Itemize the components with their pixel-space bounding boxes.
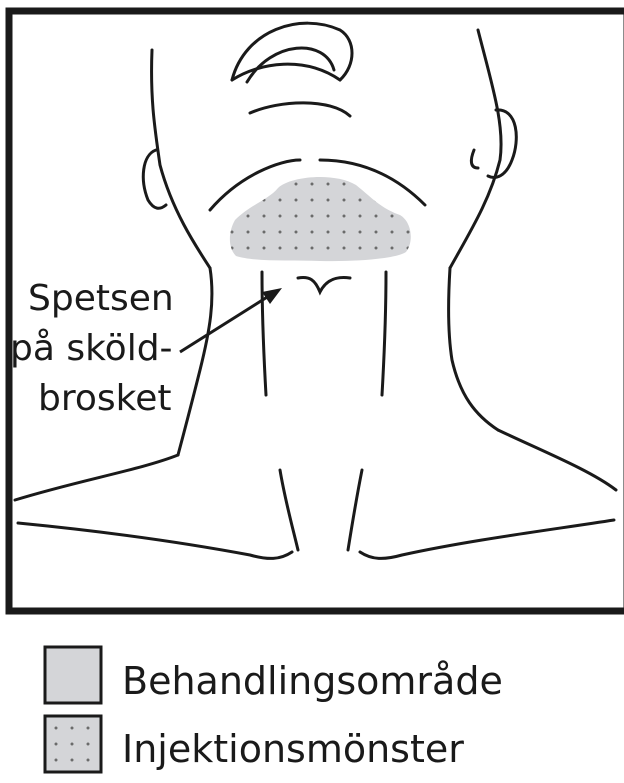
- legend-area-label: Behandlingsområde: [122, 659, 503, 703]
- thyroid-notch: [298, 278, 350, 292]
- legend: Behandlingsområde Injektionsmönster: [45, 647, 503, 772]
- legend-pattern-dots: [47, 718, 99, 770]
- legend-pattern-label: Injektionsmönster: [122, 727, 464, 771]
- annotation-line-2: på sköld-: [10, 328, 173, 369]
- annotation-line-1: Spetsen: [28, 278, 174, 319]
- pointer-arrow: [180, 288, 282, 352]
- injection-pattern: [230, 177, 411, 261]
- legend-area-swatch: [45, 647, 101, 703]
- annotation-line-3: brosket: [38, 378, 171, 419]
